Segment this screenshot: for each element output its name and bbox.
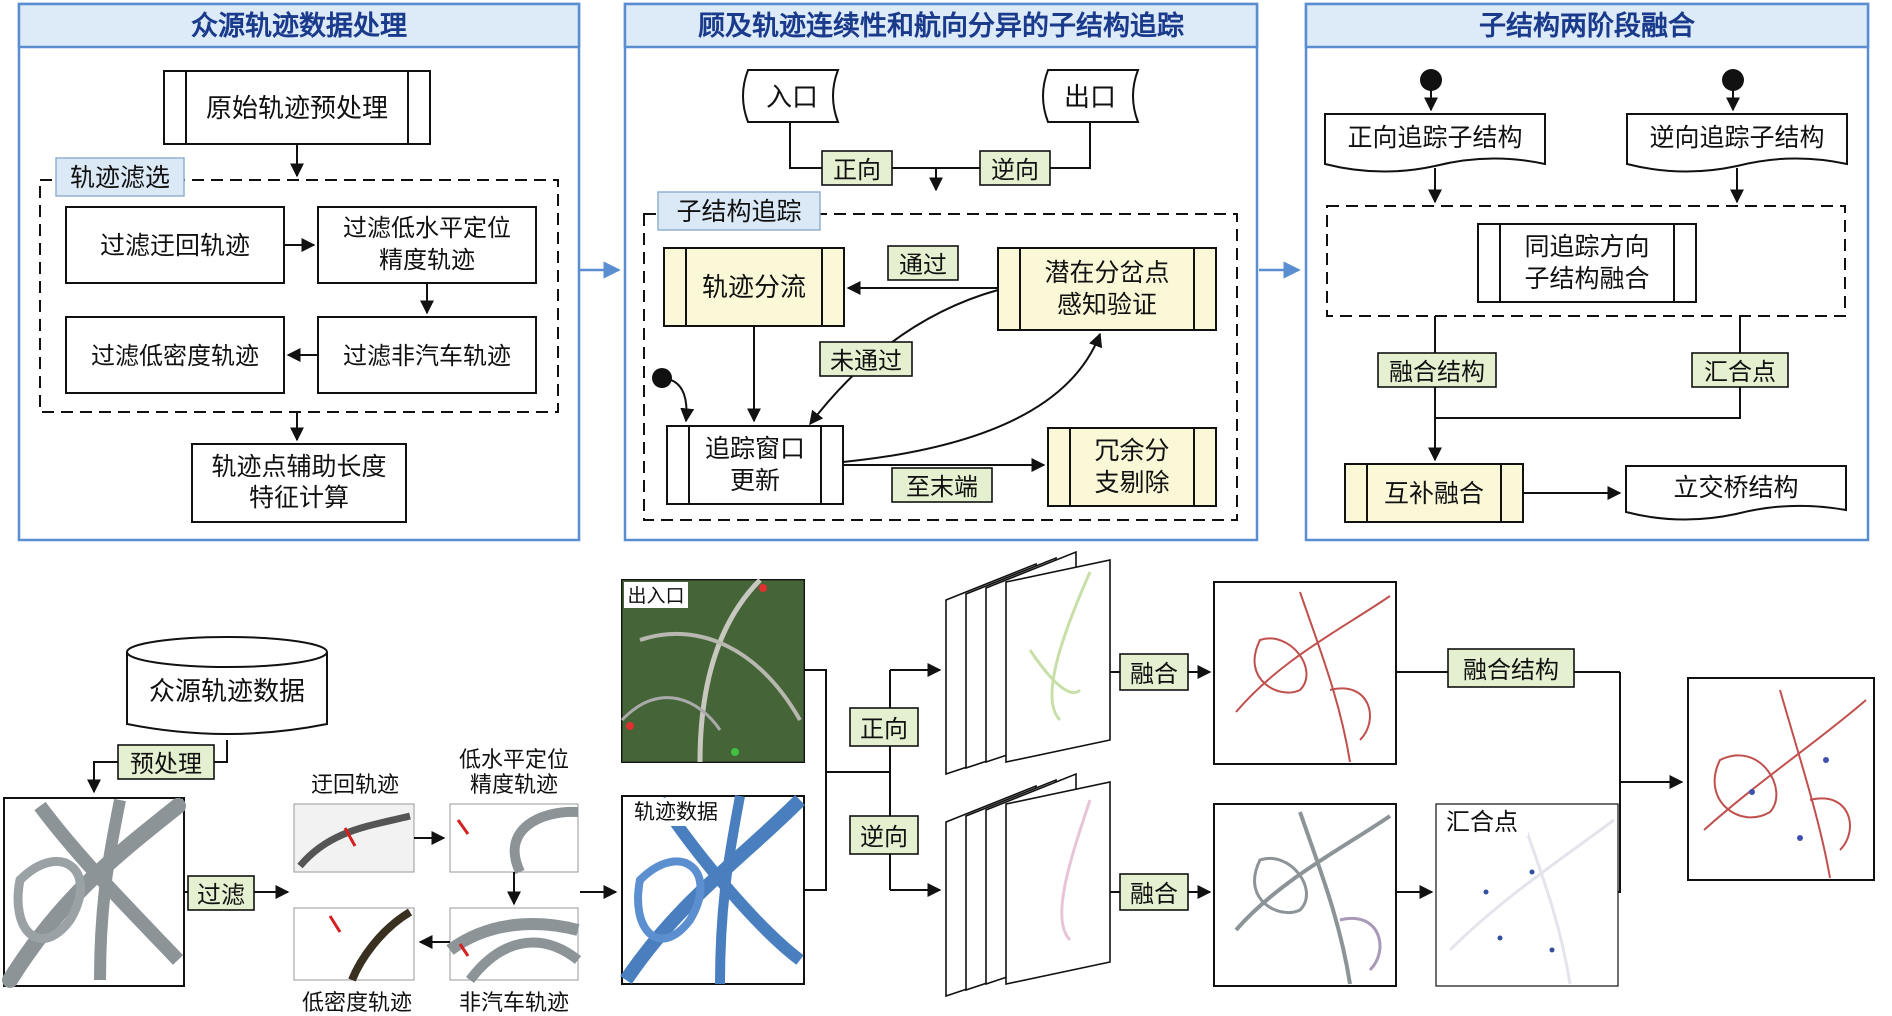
- pass-label: 通过: [899, 251, 947, 279]
- detour-thumb: [293, 803, 415, 873]
- fuse-bottom-tag: 融合: [1130, 880, 1178, 908]
- split-label: 轨迹分流: [702, 273, 806, 303]
- forward-substructure-doc: 正向追踪子结构: [1324, 113, 1546, 173]
- same-direction-fusion-box: 同追踪方向 子结构融合: [1477, 223, 1697, 303]
- database-cylinder: 众源轨迹数据: [126, 636, 328, 735]
- update-box: 追踪窗口 更新: [666, 425, 844, 505]
- raw-trajectory-thumb: [2, 797, 186, 988]
- filter-tag: 过滤: [197, 881, 245, 909]
- complement-fusion-label: 互补融合: [1384, 479, 1484, 508]
- filter-detour-label: 过滤迂回轨迹: [100, 231, 250, 260]
- verify-box: 潜在分岔点 感知验证: [997, 247, 1217, 331]
- lowacc-caption-1: 低水平定位: [459, 748, 569, 773]
- verify-line2: 感知验证: [1057, 290, 1157, 319]
- junction-caption: 汇合点: [1446, 808, 1518, 836]
- to-end-label: 至末端: [906, 473, 978, 501]
- complement-fusion-box: 互补融合: [1344, 463, 1524, 523]
- bottom-pipeline: 众源轨迹数据 预处理 过滤 迂回轨迹 低水平定位 精度轨迹: [2, 550, 1875, 1016]
- raw-preprocess-box: 原始轨迹预处理: [163, 70, 431, 145]
- forward-tag: 正向: [860, 715, 908, 743]
- reverse-tag: 逆向: [860, 823, 908, 851]
- update-line1: 追踪窗口: [705, 434, 805, 463]
- forward-substructure-label: 正向追踪子结构: [1347, 123, 1522, 152]
- filter-low-accuracy-box: 过滤低水平定位 精度轨迹: [317, 206, 537, 284]
- detour-caption: 迂回轨迹: [311, 773, 399, 798]
- feature-calc-line1: 轨迹点辅助长度: [211, 452, 386, 481]
- split-box: 轨迹分流: [663, 247, 845, 327]
- junction-thumb: 汇合点: [1435, 803, 1619, 987]
- final-interchange-thumb: [1687, 677, 1875, 881]
- trajectory-data-thumb: 轨迹数据: [620, 795, 805, 985]
- entry-exit-caption: 出入口: [627, 585, 684, 607]
- redundant-line2: 支剔除: [1094, 468, 1169, 497]
- nonvehicle-caption: 非汽车轨迹: [459, 991, 569, 1016]
- forward-label: 正向: [833, 156, 881, 184]
- exit-label: 出口: [1064, 83, 1116, 113]
- interchange-doc: 立交桥结构: [1625, 465, 1847, 521]
- panel-crowdsourced-processing: 众源轨迹数据处理 原始轨迹预处理 轨迹滤选 过滤迂回轨迹 过滤低水平定位 精度轨…: [17, 2, 581, 542]
- exit-shape: 出口: [1042, 69, 1140, 123]
- same-direction-line1: 同追踪方向: [1524, 232, 1649, 261]
- lowdensity-thumb: [293, 907, 415, 982]
- entry-label: 入口: [766, 83, 818, 113]
- trajectory-data-caption: 轨迹数据: [634, 800, 718, 824]
- fused-structure-tag: 融合结构: [1463, 656, 1559, 684]
- database-label: 众源轨迹数据: [149, 677, 305, 707]
- same-direction-line2: 子结构融合: [1524, 264, 1649, 293]
- panel1-title: 众源轨迹数据处理: [191, 10, 407, 42]
- satellite-thumb: 出入口: [620, 578, 805, 763]
- reverse-substructure-doc: 逆向追踪子结构: [1626, 113, 1848, 173]
- filter-non-vehicle-box: 过滤非汽车轨迹: [317, 316, 537, 394]
- reverse-sheets-stack: [945, 772, 1111, 998]
- interchange-label: 立交桥结构: [1673, 473, 1798, 502]
- preprocess-tag: 预处理: [130, 750, 202, 778]
- panel-substructure-tracking: 顾及轨迹连续性和航向分异的子结构追踪 入口 出口 正向 逆向 子结构追踪 轨迹分…: [623, 2, 1259, 542]
- filter-low-density-label: 过滤低密度轨迹: [91, 342, 259, 370]
- filter-low-accuracy-line1: 过滤低水平定位: [343, 214, 511, 242]
- redundant-line1: 冗余分: [1094, 436, 1169, 465]
- panel-two-stage-fusion: 子结构两阶段融合 正向追踪子结构 逆向追踪子结构 同追踪方向 子结构融合 融合结…: [1304, 2, 1870, 542]
- fused-grey-thumb: [1213, 803, 1397, 987]
- filter-non-vehicle-label: 过滤非汽车轨迹: [343, 342, 511, 370]
- fused-structure-label: 融合结构: [1389, 358, 1485, 386]
- lowdensity-caption: 低密度轨迹: [302, 991, 412, 1016]
- fused-structure-thumb: [1213, 581, 1397, 765]
- feature-calc-box: 轨迹点辅助长度 特征计算: [191, 443, 407, 523]
- entry-shape: 入口: [742, 69, 840, 123]
- tracking-group-label: 子结构追踪: [676, 197, 801, 226]
- lowacc-caption-2: 精度轨迹: [470, 773, 558, 798]
- reverse-label: 逆向: [991, 156, 1039, 184]
- filter-low-density-box: 过滤低密度轨迹: [65, 316, 285, 394]
- filter-detour-box: 过滤迂回轨迹: [65, 206, 285, 284]
- junction-label: 汇合点: [1704, 358, 1776, 386]
- filter-group-label: 轨迹滤选: [70, 163, 170, 192]
- lowacc-thumb: [449, 803, 579, 875]
- reverse-substructure-label: 逆向追踪子结构: [1649, 123, 1824, 152]
- fail-label: 未通过: [830, 347, 902, 375]
- panel3-title: 子结构两阶段融合: [1479, 10, 1695, 42]
- filter-low-accuracy-line2: 精度轨迹: [379, 246, 475, 274]
- feature-calc-line2: 特征计算: [249, 483, 349, 512]
- panel2-title: 顾及轨迹连续性和航向分异的子结构追踪: [698, 10, 1184, 42]
- nonvehicle-thumb: [446, 907, 582, 984]
- raw-preprocess-label: 原始轨迹预处理: [206, 94, 388, 124]
- redundant-box: 冗余分 支剔除: [1047, 427, 1217, 507]
- verify-line1: 潜在分岔点: [1044, 258, 1169, 287]
- fuse-top-tag: 融合: [1130, 660, 1178, 688]
- update-line2: 更新: [730, 466, 780, 495]
- forward-sheets-stack: [945, 550, 1111, 776]
